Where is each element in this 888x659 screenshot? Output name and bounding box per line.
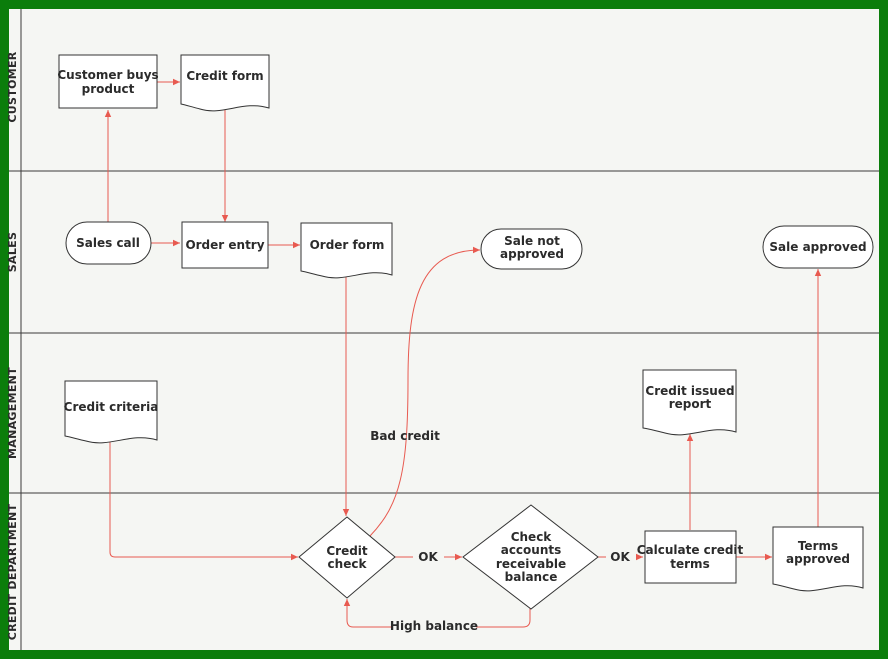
svg-text:Sale approved: Sale approved	[769, 240, 866, 254]
lane-label-customer: CUSTOMER	[6, 51, 19, 122]
edge-high-balance	[347, 599, 531, 628]
edge-label-bad-credit: Bad credit	[370, 429, 440, 443]
edge-label-ok-1: OK	[418, 550, 438, 564]
node-sale-approved[interactable]: Sale approved	[762, 225, 874, 269]
edge-label-high-balance: High balance	[390, 619, 478, 633]
edge-label-ok-2: OK	[610, 550, 630, 564]
svg-text:Credit form: Credit form	[186, 69, 263, 83]
svg-text:Order entry: Order entry	[185, 238, 264, 252]
lane-label-credit-department: CREDIT DEPARTMENT	[6, 504, 19, 641]
svg-text:Order form: Order form	[310, 238, 385, 252]
lane-label-sales: SALES	[6, 232, 19, 272]
edge-bad-credit	[369, 246, 481, 537]
node-order-form[interactable]: Order form	[300, 222, 393, 279]
node-credit-form[interactable]: Credit form	[180, 54, 270, 112]
node-order-entry[interactable]: Order entry	[181, 221, 269, 269]
node-credit-criteria[interactable]: Credit criteria	[64, 380, 159, 444]
node-sales-call[interactable]: Sales call	[65, 221, 152, 265]
svg-text:Credit criteria: Credit criteria	[64, 400, 159, 414]
lane-label-management: MANAGEMENT	[6, 367, 19, 459]
edge-credit-criteria-to-credit-check	[109, 440, 298, 561]
svg-text:Sales call: Sales call	[76, 236, 140, 250]
